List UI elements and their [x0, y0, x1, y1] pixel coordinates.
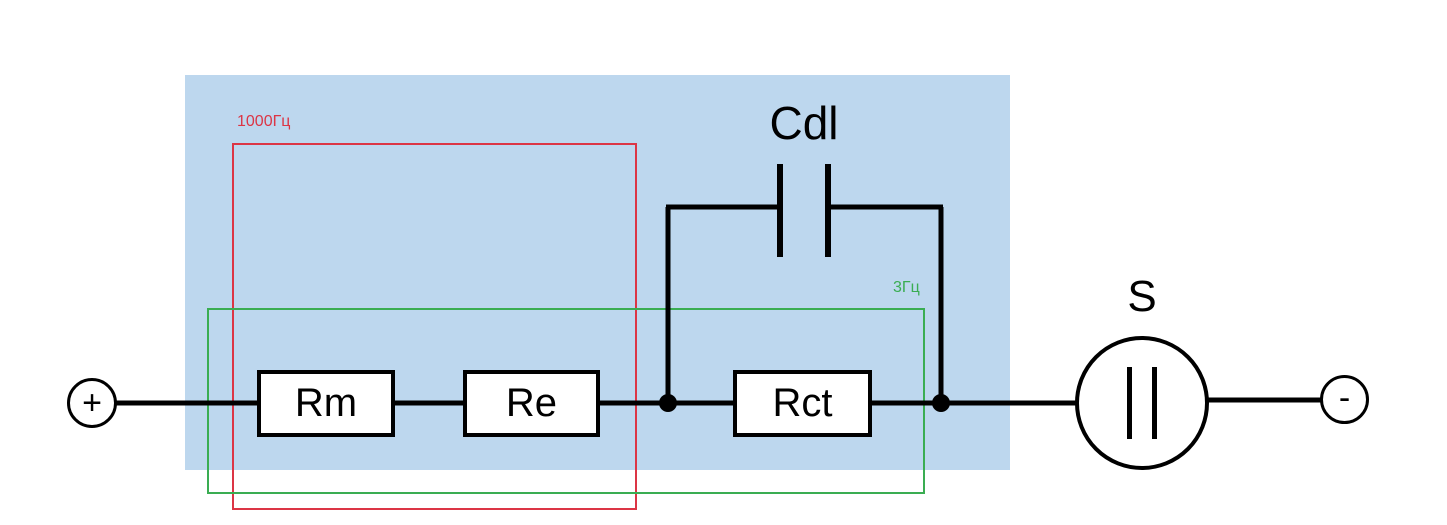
- positive-terminal-label: +: [82, 384, 102, 422]
- resistor-re: Re: [463, 370, 600, 437]
- electrode-s-symbol: [1075, 336, 1209, 470]
- electrode-bar-icon: [1152, 367, 1157, 439]
- junction-dot-right: [932, 394, 950, 412]
- freq-1000hz-region: [232, 143, 637, 510]
- negative-terminal-label: -: [1338, 378, 1351, 417]
- resistor-re-label: Re: [505, 381, 558, 425]
- freq-3hz-label: 3Гц: [893, 279, 920, 296]
- electrode-s-label: S: [1127, 272, 1157, 321]
- resistor-rm: Rm: [257, 370, 395, 437]
- resistor-rm-label: Rm: [294, 381, 358, 425]
- positive-terminal: +: [67, 378, 117, 428]
- negative-terminal: -: [1320, 375, 1369, 424]
- resistor-rct-label: Rct: [772, 381, 833, 425]
- resistor-rct: Rct: [733, 370, 872, 437]
- junction-dot-left: [659, 394, 677, 412]
- capacitor-cdl-label: Cdl: [769, 97, 839, 149]
- freq-1000hz-label: 1000Гц: [237, 113, 291, 130]
- electrode-bar-icon: [1127, 367, 1132, 439]
